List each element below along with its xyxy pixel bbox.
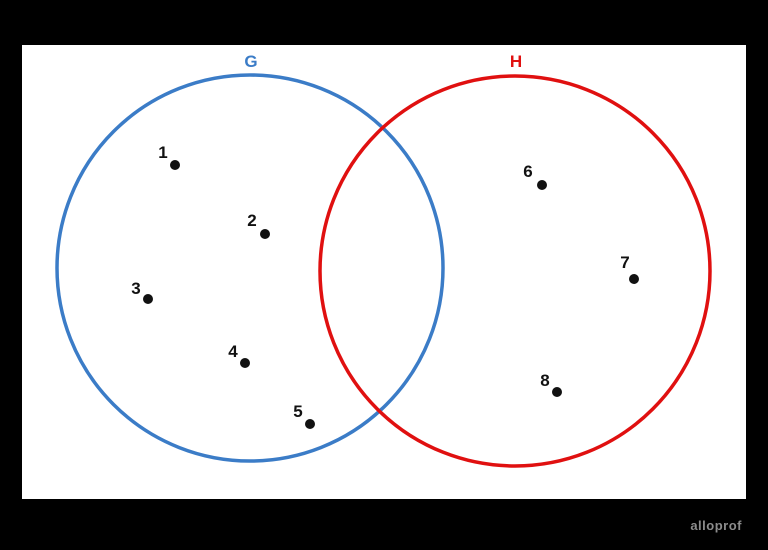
venn-set-circles: [55, 73, 712, 468]
point-label-8: 8: [540, 371, 549, 390]
point-label-7: 7: [620, 253, 629, 272]
set-label-g: G: [244, 52, 257, 71]
point-label-4: 4: [228, 342, 238, 361]
point-dot-6: [537, 180, 547, 190]
point-dot-1: [170, 160, 180, 170]
point-label-2: 2: [247, 211, 256, 230]
point-label-6: 6: [523, 162, 532, 181]
point-dot-2: [260, 229, 270, 239]
point-label-5: 5: [293, 402, 302, 421]
point-label-3: 3: [131, 279, 140, 298]
alloprof-watermark: alloprof: [690, 518, 742, 533]
point-dot-5: [305, 419, 315, 429]
set-circle-g: [55, 73, 445, 463]
set-circle-h: [318, 74, 712, 468]
point-dot-3: [143, 294, 153, 304]
point-label-1: 1: [158, 143, 167, 162]
point-dot-7: [629, 274, 639, 284]
diagram-panel: [22, 45, 746, 499]
point-dot-8: [552, 387, 562, 397]
set-label-h: H: [510, 52, 522, 71]
point-dot-4: [240, 358, 250, 368]
venn-points: 1 2 3 4 5 6 7 8: [131, 143, 639, 429]
